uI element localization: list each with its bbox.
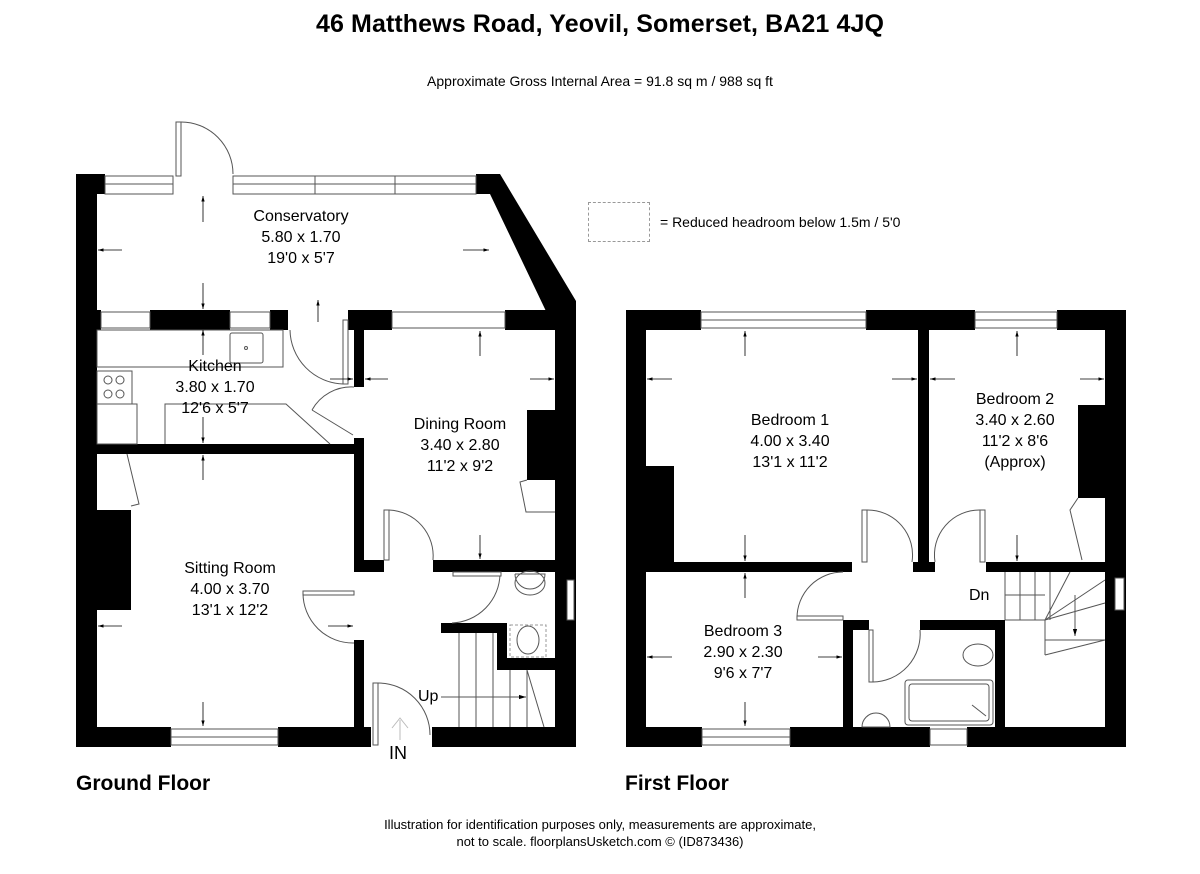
dimension-arrows-ground xyxy=(98,196,554,726)
conservatory-door xyxy=(175,121,234,177)
room-conservatory: Conservatory 5.80 x 1.70 19'0 x 5'7 xyxy=(253,206,348,269)
room-kitchen: Kitchen 3.80 x 1.70 12'6 x 5'7 xyxy=(175,356,254,419)
room-name: Kitchen xyxy=(188,358,242,375)
room-bedroom-1: Bedroom 1 4.00 x 3.40 13'1 x 11'2 xyxy=(750,410,829,473)
room-name: Bedroom 1 xyxy=(750,412,830,429)
room-imperial: 9'6 x 7'7 xyxy=(713,665,773,682)
room-metric: 2.90 x 2.30 xyxy=(703,644,783,661)
legend: = Reduced headroom below 1.5m / 5'0 xyxy=(588,202,900,242)
conservatory-windows xyxy=(104,175,477,195)
page-title: 46 Matthews Road, Yeovil, Somerset, BA21… xyxy=(315,10,885,38)
dimension-arrows-first xyxy=(647,331,1104,726)
legend-text: = Reduced headroom below 1.5m / 5'0 xyxy=(660,214,901,230)
entrance-label: IN xyxy=(389,743,407,763)
entrance-arrow-icon xyxy=(391,717,409,740)
disclaimer-line-1: Illustration for identification purposes… xyxy=(384,817,816,832)
room-name: Bedroom 3 xyxy=(703,623,783,640)
first-floor-windows xyxy=(700,311,1125,746)
room-sitting: Sitting Room 4.00 x 3.70 13'1 x 12'2 xyxy=(184,558,276,621)
room-imperial: 13'1 x 11'2 xyxy=(752,454,828,471)
room-dining: Dining Room 3.40 x 2.80 11'2 x 9'2 xyxy=(414,414,506,477)
room-metric: 4.00 x 3.70 xyxy=(190,581,270,598)
room-metric: 4.00 x 3.40 xyxy=(750,433,830,450)
room-imperial: 11'2 x 9'2 xyxy=(426,458,494,475)
stairs-down-label: Dn xyxy=(969,587,990,604)
room-metric: 3.80 x 1.70 xyxy=(175,379,255,396)
ground-floor-plan xyxy=(76,121,576,747)
disclaimer: Illustration for identification purposes… xyxy=(0,816,1200,850)
hall-walls xyxy=(76,560,576,747)
disclaimer-line-2: not to scale. floorplansUsketch.com © (I… xyxy=(456,834,744,849)
room-name: Dining Room xyxy=(413,416,507,433)
room-imperial: 19'0 x 5'7 xyxy=(267,250,335,267)
reduced-headroom-swatch xyxy=(588,202,650,242)
kitchen-top-wall xyxy=(76,310,576,330)
room-name: Bedroom 2 xyxy=(975,391,1055,408)
room-name: Conservatory xyxy=(253,208,349,225)
room-metric: 5.80 x 1.70 xyxy=(261,229,341,246)
gross-area: Approximate Gross Internal Area = 91.8 s… xyxy=(427,73,773,89)
room-bedroom-3: Bedroom 3 2.90 x 2.30 9'6 x 7'7 xyxy=(703,621,782,684)
room-name: Sitting Room xyxy=(184,560,276,577)
room-imperial: 11'2 x 8'6 xyxy=(981,433,1049,450)
room-imperial: 12'6 x 5'7 xyxy=(181,400,249,417)
room-metric: 3.40 x 2.80 xyxy=(420,437,500,454)
kitchen-fittings xyxy=(96,319,555,513)
first-floor-fittings xyxy=(796,497,1106,728)
hall-fittings xyxy=(302,509,547,746)
room-metric: 3.40 x 2.60 xyxy=(975,412,1055,429)
ground-floor-label: Ground Floor xyxy=(76,772,211,795)
room-bedroom-2: Bedroom 2 3.40 x 2.60 11'2 x 8'6 (Approx… xyxy=(975,389,1054,473)
room-note: (Approx) xyxy=(984,454,1046,471)
first-floor-plan xyxy=(626,310,1126,747)
stairs-up-label: Up xyxy=(418,688,439,705)
first-floor-label: First Floor xyxy=(625,772,729,795)
first-floor-walls xyxy=(626,310,1126,747)
room-imperial: 13'1 x 12'2 xyxy=(191,602,269,619)
